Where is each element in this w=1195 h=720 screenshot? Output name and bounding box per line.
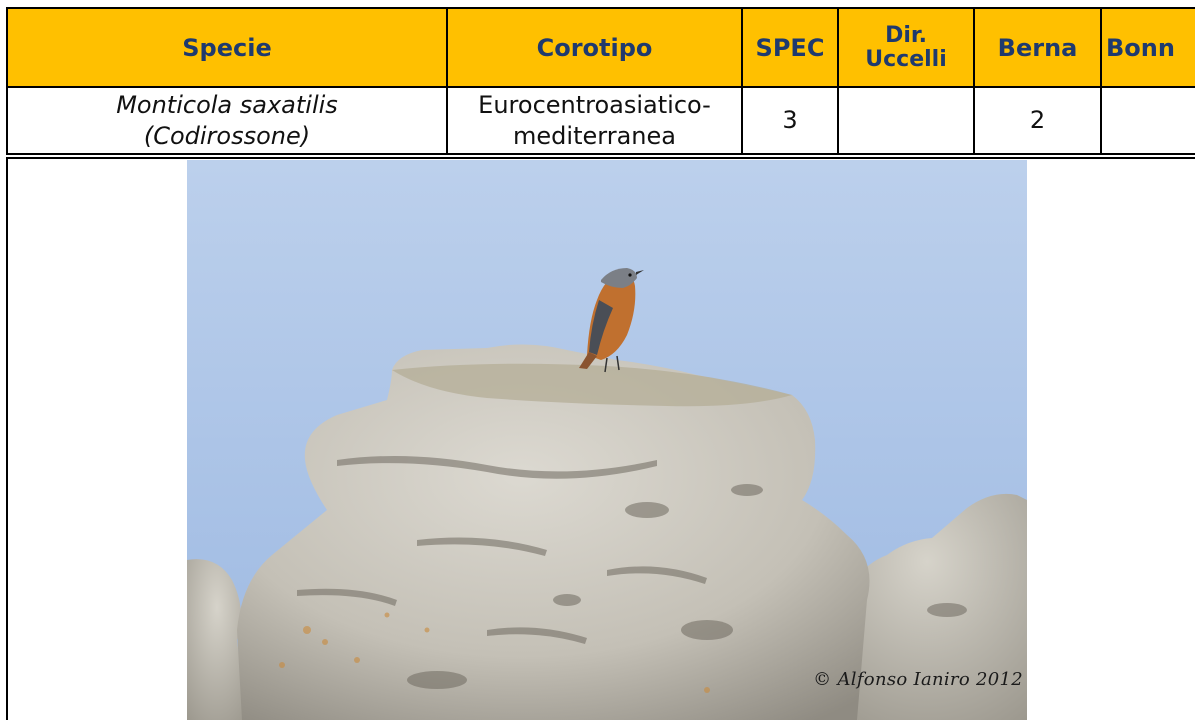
rock-top-lichen	[392, 363, 792, 407]
orange-lichen	[279, 612, 710, 693]
rock-cracks	[297, 456, 967, 689]
header-species: Specie	[6, 7, 448, 88]
header-spec: SPEC	[741, 7, 839, 88]
bird	[579, 268, 644, 373]
table-header-row: Specie Corotipo SPEC Dir. Uccelli Berna …	[6, 7, 1195, 88]
cell-bonn	[1100, 86, 1195, 155]
chorotype-line1: Eurocentroasiatico-	[478, 90, 711, 119]
header-birds-directive: Dir. Uccelli	[837, 7, 975, 88]
header-bern: Berna	[973, 7, 1102, 88]
bird-photo: © Alfonso Ianiro 2012	[187, 160, 1027, 720]
species-scientific-name: Monticola saxatilis	[116, 90, 338, 119]
rock-right	[827, 493, 1027, 720]
header-birds-directive-line2: Uccelli	[865, 46, 947, 72]
header-birds-directive-line1: Dir.	[885, 22, 927, 48]
cell-spec: 3	[741, 86, 839, 155]
chorotype-line2: mediterranea	[513, 121, 676, 150]
species-table: Specie Corotipo SPEC Dir. Uccelli Berna …	[6, 7, 1195, 155]
species-common-name: (Codirossone)	[143, 121, 311, 150]
photo-watermark: © Alfonso Ianiro 2012	[813, 669, 1023, 690]
cell-species: Monticola saxatilis (Codirossone)	[6, 86, 448, 155]
photo-illustration	[187, 160, 1027, 720]
rock-left	[187, 559, 247, 720]
table-row: Monticola saxatilis (Codirossone) Euroce…	[6, 86, 1195, 155]
cell-bern: 2	[973, 86, 1102, 155]
cell-chorotype: Eurocentroasiatico- mediterranea	[446, 86, 743, 155]
header-chorotype: Corotipo	[446, 7, 743, 88]
header-bonn: Bonn	[1100, 7, 1195, 88]
cell-birds-directive	[837, 86, 975, 155]
